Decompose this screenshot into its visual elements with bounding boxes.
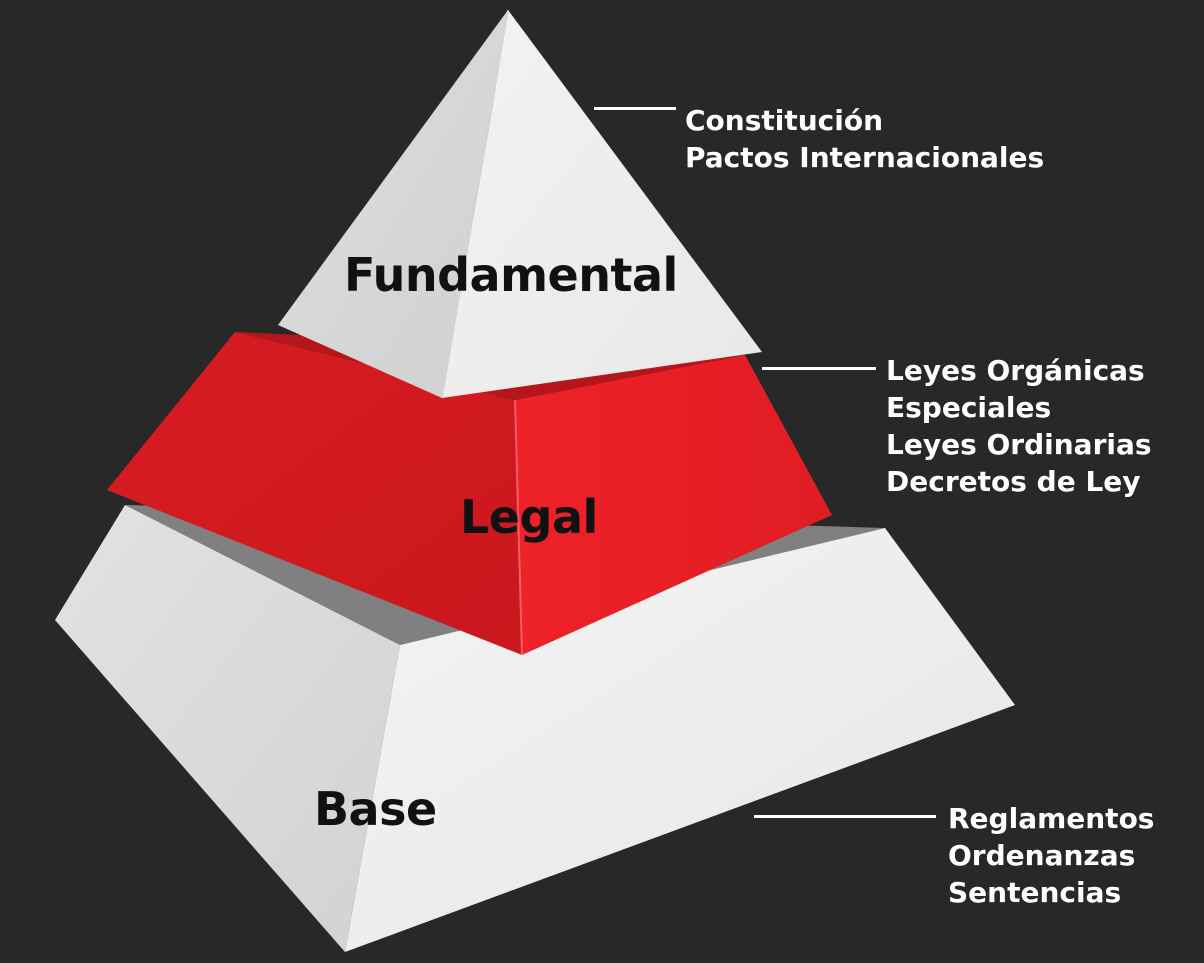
tier-label-legal: Legal <box>460 490 598 544</box>
list-item: Sentencias <box>948 876 1122 909</box>
fundamental-items-list: Constitución Pactos Internacionales <box>685 102 1044 176</box>
base-items-list: Reglamentos Ordenanzas Sentencias <box>948 800 1154 911</box>
fundamental-tier-left-face <box>278 10 508 398</box>
list-item: Reglamentos <box>948 802 1155 835</box>
list-item: Constitución <box>685 104 884 137</box>
tier-label-fundamental: Fundamental <box>344 248 678 302</box>
legal-items-list: Leyes Orgánicas Especiales Leyes Ordinar… <box>886 352 1152 500</box>
list-item: Decretos de Ley <box>886 465 1141 498</box>
fundamental-tier-right-face <box>442 10 762 398</box>
base-tier-left-face <box>55 505 400 952</box>
legal-tier-left-face <box>107 332 522 655</box>
list-item: Pactos Internacionales <box>685 141 1045 174</box>
list-item: Especiales <box>886 391 1052 424</box>
leader-line-legal <box>762 367 876 370</box>
legal-tier-edge-highlight <box>514 399 523 656</box>
tier-label-base: Base <box>314 782 437 836</box>
fundamental-tier-shape <box>278 9 762 399</box>
list-item: Ordenanzas <box>948 839 1136 872</box>
leader-line-fundamental <box>594 107 676 110</box>
fundamental-tier-edge <box>441 9 509 399</box>
list-item: Leyes Orgánicas <box>886 354 1145 387</box>
leader-line-base <box>754 815 936 818</box>
legal-tier-right-face <box>515 355 832 655</box>
list-item: Leyes Ordinarias <box>886 428 1152 461</box>
